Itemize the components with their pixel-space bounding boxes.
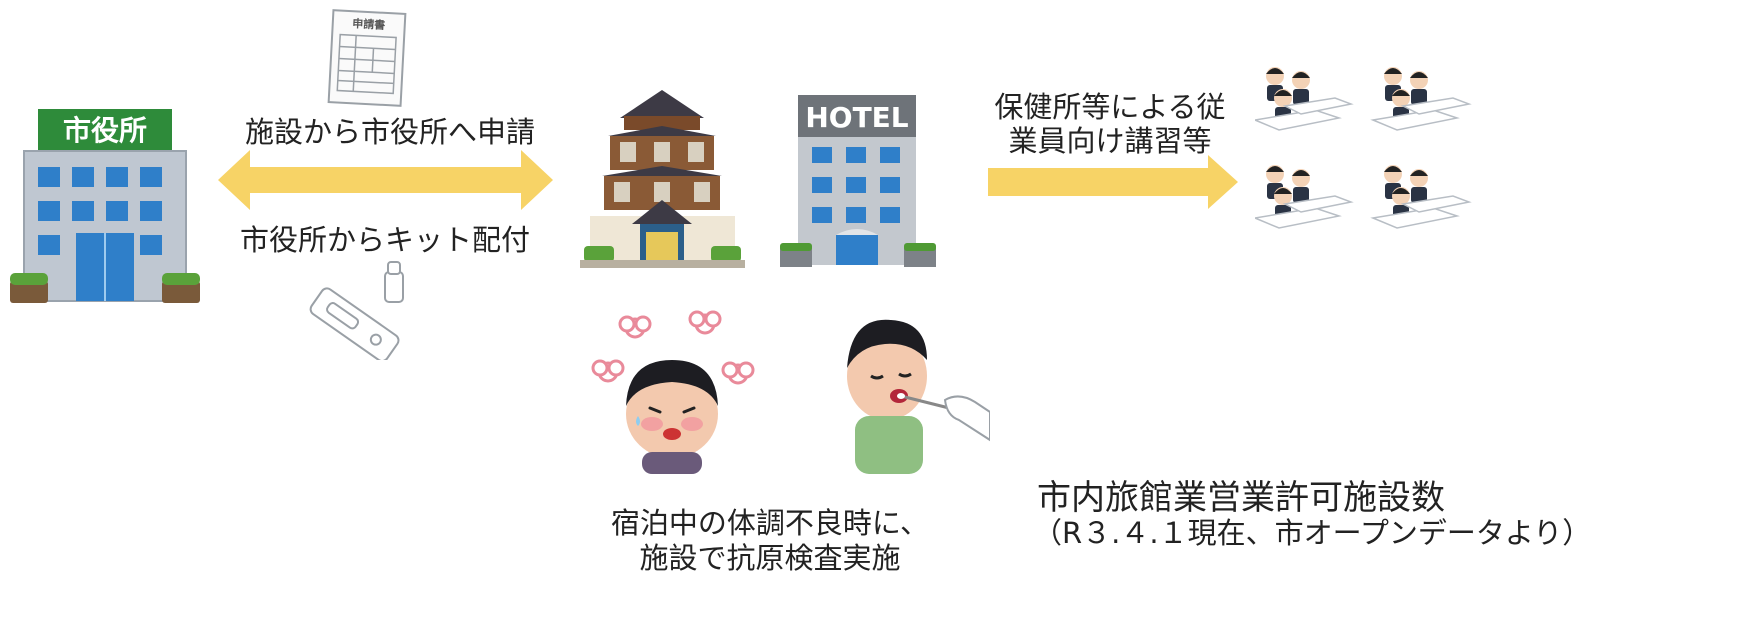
city-hall-sign: 市役所 xyxy=(63,114,147,147)
training-label: 保健所等による従 業員向け講習等 xyxy=(985,90,1235,158)
sick-person-illustration xyxy=(590,306,755,474)
kit-label: 市役所からキット配付 xyxy=(240,223,531,257)
training-label-line-2: 業員向け講習等 xyxy=(1008,124,1212,159)
double-arrow xyxy=(218,150,553,210)
antigen-label: 宿泊中の体調不良時に、 施設で抗原検査実施 xyxy=(595,506,945,577)
apply-label: 施設から市役所へ申請 xyxy=(245,115,536,149)
staff-training-illustration xyxy=(1255,58,1485,254)
antigen-label-line-1: 宿泊中の体調不良時に、 xyxy=(610,506,930,540)
application-form-icon: 申請書 xyxy=(325,8,410,108)
facility-count-title: 市内旅館業営業許可施設数 xyxy=(1037,478,1445,518)
hotel-sign: HOTEL xyxy=(805,101,908,134)
right-arrow xyxy=(988,155,1238,209)
antigen-label-line-2: 施設で抗原検査実施 xyxy=(639,541,901,576)
swab-test-illustration xyxy=(845,312,990,474)
test-kit-icon xyxy=(303,260,418,360)
form-title: 申請書 xyxy=(352,16,386,32)
facility-count-note: （R３.４.１現在、市オープンデータより） xyxy=(1033,516,1592,550)
hotel-illustration: HOTEL xyxy=(780,95,936,270)
training-label-line-1: 保健所等による従 xyxy=(994,90,1226,124)
ryokan-illustration xyxy=(580,88,745,270)
city-hall-illustration: 市役所 xyxy=(10,105,200,305)
